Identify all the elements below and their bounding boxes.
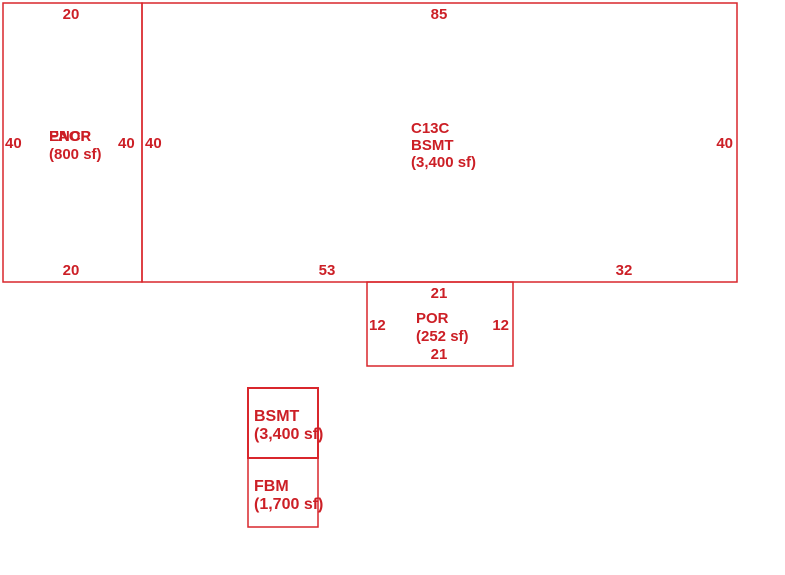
- porch-dim-right: 12: [492, 317, 509, 334]
- legend-box-fbm: [247, 457, 319, 528]
- porch-outline: [366, 281, 514, 367]
- legend: BSMT (3,400 sf) FBM (1,700 sf): [247, 387, 323, 528]
- legend-fbm-area: (1,700 sf): [254, 496, 323, 513]
- left-section: 20 20 40 40 ENCP PAOR (800 sf): [2, 2, 143, 283]
- left-label-b: PAOR: [49, 128, 91, 145]
- legend-bsmt-label: BSMT: [254, 408, 300, 425]
- porch-dim-bottom: 21: [431, 346, 448, 363]
- left-dim-right: 40: [118, 135, 135, 152]
- main-section: 85 40 40 53 32 C13C BSMT (3,400 sf): [141, 2, 738, 283]
- left-dim-bottom: 20: [63, 262, 80, 279]
- left-dim-left: 40: [5, 135, 22, 152]
- main-label-line1: C13C: [411, 120, 450, 137]
- main-dim-bottom-b: 32: [616, 262, 633, 279]
- left-label-a: ENCP: [49, 128, 91, 145]
- main-dim-top: 85: [431, 6, 448, 23]
- main-dim-left: 40: [145, 135, 162, 152]
- left-dim-top: 20: [63, 6, 80, 23]
- legend-fbm-label: FBM: [254, 478, 289, 495]
- porch-dim-left: 12: [369, 317, 386, 334]
- porch-section: 21 21 12 12 POR (252 sf): [366, 281, 514, 367]
- main-dim-bottom-a: 53: [319, 262, 336, 279]
- left-label-area: (800 sf): [49, 146, 102, 163]
- main-label-line2: BSMT: [411, 137, 454, 154]
- porch-label-area: (252 sf): [416, 328, 469, 345]
- porch-dim-top: 21: [431, 285, 448, 302]
- main-label-area: (3,400 sf): [411, 154, 476, 171]
- porch-label: POR: [416, 310, 449, 327]
- legend-bsmt-area: (3,400 sf): [254, 426, 323, 443]
- main-dim-right: 40: [716, 135, 733, 152]
